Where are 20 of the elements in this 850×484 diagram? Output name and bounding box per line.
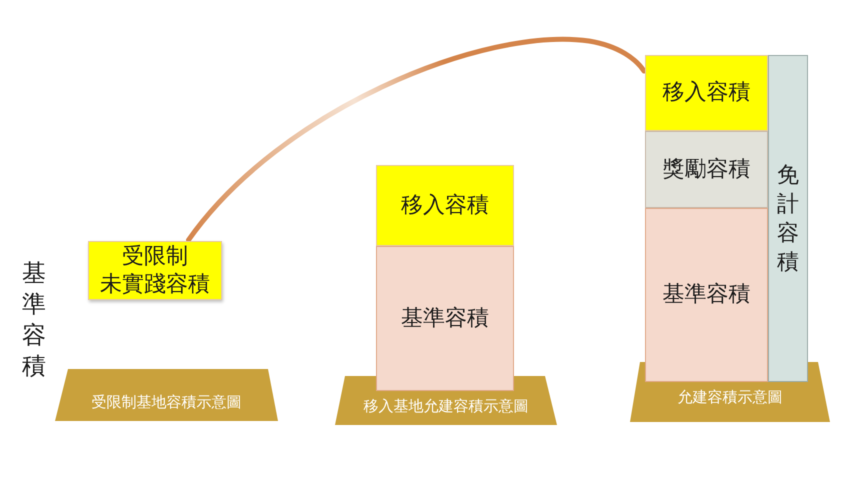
floor-area-block: [645, 55, 768, 131]
vertical-label: 基準容積: [22, 258, 46, 382]
trapezoid-platform: [55, 369, 278, 421]
floor-area-block: [376, 165, 514, 246]
block-label: 受限制未實踐容積: [99, 242, 211, 298]
floor-area-block: [376, 246, 514, 391]
floor-area-block: [88, 241, 222, 300]
platform-caption: 移入基地允建容積示意圖: [364, 397, 528, 416]
block-label: 移入容積: [401, 192, 489, 220]
block-label: 獎勵容積: [662, 156, 750, 184]
block-label: 基準容積: [401, 304, 489, 332]
curved-connector: [186, 36, 646, 242]
floor-area-block: [645, 131, 768, 208]
floor-area-block: [645, 208, 768, 382]
platform-caption: 允建容積示意圖: [678, 388, 782, 407]
block-label: 免計容積: [777, 162, 799, 276]
block-label: 基準容積: [662, 281, 750, 309]
vertical-area-bar: [768, 55, 808, 382]
block-label: 移入容積: [662, 79, 750, 107]
platform-caption: 受限制基地容積示意圖: [92, 393, 242, 412]
